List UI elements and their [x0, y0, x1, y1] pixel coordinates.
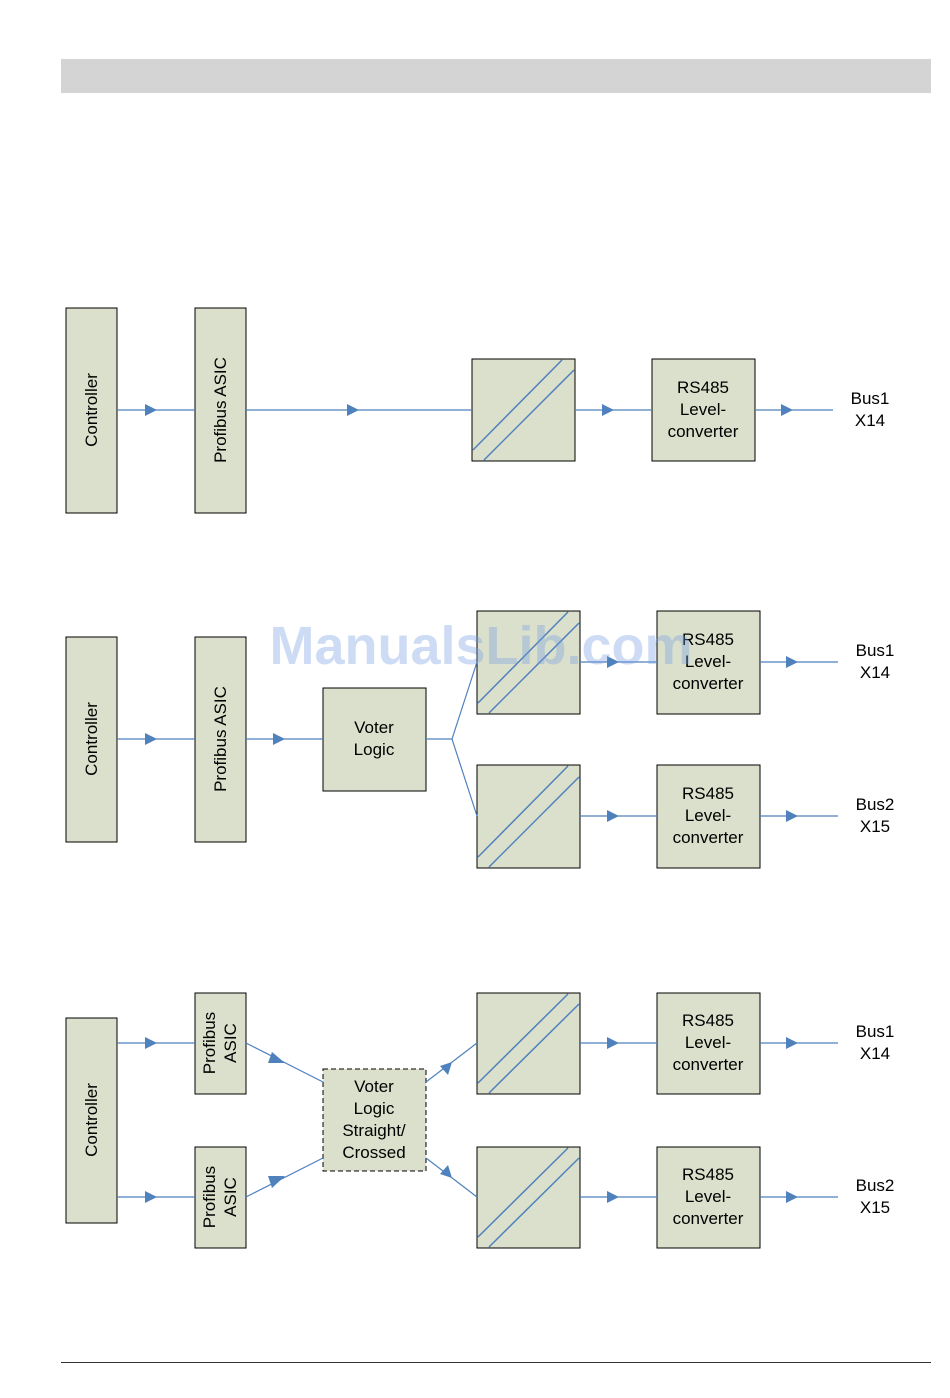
rs485-level-converter-block — [656, 764, 761, 869]
logic-label: Logic — [354, 1099, 395, 1118]
isolator-block — [476, 992, 581, 1095]
isolator-line — [488, 776, 580, 868]
x14-label: X14 — [860, 1044, 890, 1063]
x14-label: X14 — [855, 411, 885, 430]
diagram-single-channel: Controller Profibus ASIC RS485 Level- co… — [65, 307, 890, 514]
rs485-label: RS485 — [677, 378, 729, 397]
controller-label: Controller — [82, 373, 101, 447]
isolator-line — [477, 1147, 569, 1238]
diagram-voter-logic: Controller Profibus ASIC Voter Logic RS4… — [65, 610, 895, 869]
logic-label: Logic — [354, 740, 395, 759]
arrow-icon — [607, 1037, 619, 1049]
arrow-icon — [145, 733, 157, 745]
profibus-label: Profibus — [200, 1012, 219, 1074]
rs485-label: RS485 — [682, 784, 734, 803]
arrow-icon — [440, 1062, 452, 1075]
x15-label: X15 — [860, 817, 890, 836]
level-label: Level- — [685, 1033, 731, 1052]
arrow-icon — [440, 1165, 452, 1178]
rs485-level-converter-block — [656, 610, 761, 715]
asic-label: ASIC — [221, 1177, 240, 1217]
footer-rule — [61, 1362, 931, 1363]
bus1-label: Bus1 — [851, 389, 890, 408]
arrow-icon — [268, 1052, 285, 1063]
signal-wire — [245, 1042, 324, 1083]
rs485-level-converter-block — [651, 358, 756, 462]
signal-wire — [451, 738, 478, 817]
isolator-line — [472, 359, 563, 451]
bus2-label: Bus2 — [856, 795, 895, 814]
arrow-icon — [268, 1176, 285, 1188]
isolator-block — [476, 1146, 581, 1249]
arrow-icon — [607, 810, 619, 822]
x15-label: X15 — [860, 1198, 890, 1217]
isolator-line — [488, 1157, 580, 1248]
bus2-label: Bus2 — [856, 1176, 895, 1195]
arrow-icon — [607, 656, 619, 668]
profibus-asic-block — [194, 307, 247, 514]
diagram-redundant-asic: Controller Profibus ASIC Profibus ASIC V… — [65, 992, 895, 1249]
level-label: Level- — [680, 400, 726, 419]
controller-block — [65, 1017, 118, 1224]
rs485-level-converter-block — [656, 992, 761, 1095]
rs485-label: RS485 — [682, 630, 734, 649]
profibus-asic-block — [194, 1146, 247, 1249]
rs485-label: RS485 — [682, 1165, 734, 1184]
converter-label: converter — [673, 828, 744, 847]
arrow-icon — [786, 1191, 798, 1203]
arrow-icon — [786, 810, 798, 822]
watermark: ManualsLib.com — [269, 616, 692, 676]
straight-label: Straight/ — [342, 1121, 406, 1140]
level-label: Level- — [685, 806, 731, 825]
controller-block — [65, 307, 118, 514]
controller-label: Controller — [82, 1083, 101, 1157]
arrow-icon — [786, 1037, 798, 1049]
profibus-label: Profibus — [200, 1166, 219, 1228]
isolator-block — [476, 764, 581, 869]
header-bar — [61, 59, 931, 93]
arrow-icon — [347, 404, 359, 416]
level-label: Level- — [685, 1187, 731, 1206]
arrow-icon — [602, 404, 614, 416]
level-label: Level- — [685, 652, 731, 671]
controller-label: Controller — [82, 702, 101, 776]
isolator-block — [471, 358, 576, 462]
arrow-icon — [145, 1037, 157, 1049]
converter-label: converter — [673, 674, 744, 693]
controller-block — [65, 636, 118, 843]
profibus-asic-label: Profibus ASIC — [211, 357, 230, 463]
isolator-line — [477, 611, 569, 704]
voter-logic-block — [322, 687, 427, 792]
signal-wire — [245, 1157, 324, 1198]
profibus-asic-label: Profibus ASIC — [211, 686, 230, 792]
converter-label: converter — [668, 422, 739, 441]
isolator-line — [488, 622, 580, 714]
isolator-line — [483, 369, 575, 461]
profibus-asic-block — [194, 992, 247, 1095]
x14-label: X14 — [860, 663, 890, 682]
isolator-line — [477, 993, 569, 1084]
bus1-label: Bus1 — [856, 641, 895, 660]
rs485-level-converter-block — [656, 1146, 761, 1249]
arrow-icon — [786, 656, 798, 668]
voter-logic-block — [322, 1068, 427, 1172]
asic-label: ASIC — [221, 1023, 240, 1063]
arrow-icon — [273, 733, 285, 745]
isolator-line — [488, 1003, 580, 1094]
arrow-icon — [607, 1191, 619, 1203]
voter-label: Voter — [354, 1077, 394, 1096]
bus1-label: Bus1 — [856, 1022, 895, 1041]
voter-label: Voter — [354, 718, 394, 737]
arrow-icon — [145, 1191, 157, 1203]
converter-label: converter — [673, 1209, 744, 1228]
rs485-label: RS485 — [682, 1011, 734, 1030]
crossed-label: Crossed — [342, 1143, 405, 1162]
converter-label: converter — [673, 1055, 744, 1074]
arrow-icon — [145, 404, 157, 416]
arrow-icon — [781, 404, 793, 416]
profibus-asic-block — [194, 636, 247, 843]
isolator-line — [477, 765, 569, 858]
